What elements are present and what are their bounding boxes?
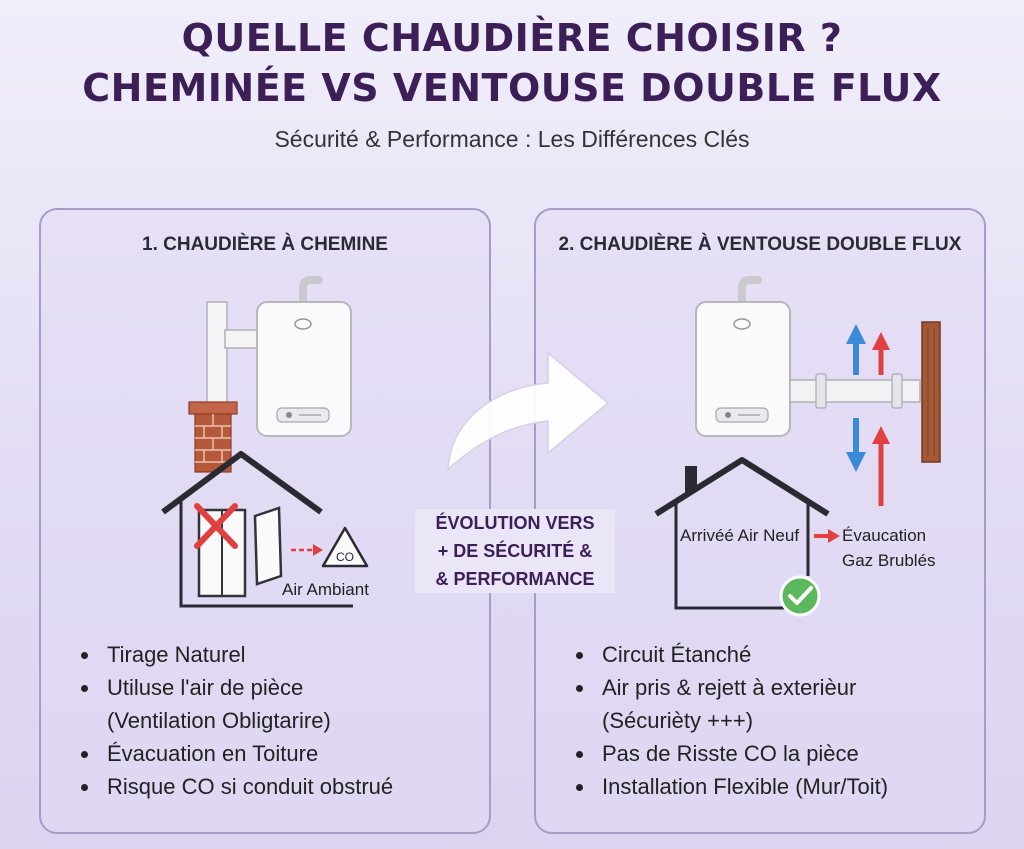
warning-triangle-icon: CO: [321, 526, 369, 568]
red-x-icon: [194, 503, 238, 549]
house-icon: [654, 457, 830, 610]
list-item: Utiluse l'air de pièce: [81, 671, 393, 704]
list-item: Air pris & rejett à exterièur: [576, 671, 888, 704]
list-item: Risque CO si conduit obstrué: [81, 770, 393, 803]
ventouse-boiler-illustration: [654, 276, 941, 617]
page-title-line1: QUELLE CHAUDIÈRE CHOISIR ?: [181, 16, 843, 60]
panel-title-ventouse: 2. CHAUDIÈRE À VENTOUSE DOUBLE FLUX: [558, 234, 962, 255]
list-item: Installation Flexible (Mur/Toit): [576, 770, 888, 803]
evolution-line2: + DE SÉCURITÉ &: [437, 541, 593, 561]
air-flow-arrow-icon: [291, 544, 323, 556]
list-item: Circuit Étanché: [576, 638, 888, 671]
exhaust-label-line1: Évaucation: [842, 526, 927, 545]
list-item: (Sécurièty +++): [602, 708, 754, 733]
fresh-air-arrows-icon: [846, 324, 866, 472]
chimney-features-list: Tirage Naturel Utiluse l'air de pièce (V…: [81, 638, 393, 803]
flue-pipe-icon: [206, 301, 262, 413]
co-label: CO: [336, 550, 354, 564]
evolution-line1: ÉVOLUTION VERS: [435, 513, 595, 533]
fresh-air-label: Arrivéé Air Neuf: [680, 526, 800, 545]
page-subtitle: Sécurité & Performance : Les Différences…: [274, 126, 750, 152]
ventouse-pipe-icon: [789, 373, 921, 409]
check-circle-icon: [779, 575, 821, 617]
panel-title-chimney: 1. CHAUDIÈRE À CHEMINE: [142, 234, 388, 255]
air-ambient-label: Air Ambiant: [282, 580, 369, 599]
curved-arrow-icon: [447, 351, 610, 471]
evolution-line3: & PERFORMANCE: [435, 569, 595, 589]
list-item: (Ventilation Obligtarire): [107, 708, 331, 733]
air-flow-arrow-icon: [814, 529, 840, 543]
list-item: Tirage Naturel: [81, 638, 393, 671]
exhaust-label-line2: Gaz Brublés: [842, 551, 936, 570]
evolution-caption: ÉVOLUTION VERS + DE SÉCURITÉ & & PERFORM…: [415, 509, 615, 593]
page-title-line2: CHEMINÉE VS VENTOUSE DOUBLE FLUX: [82, 66, 942, 110]
window-icon: [197, 506, 283, 598]
boiler-icon: [256, 276, 352, 437]
chimney-boiler-illustration: CO: [161, 276, 369, 608]
exhaust-arrows-icon: [872, 332, 890, 506]
list-item: Pas de Risste CO la pièce: [576, 737, 888, 770]
panel-ventouse-boiler: 2. CHAUDIÈRE À VENTOUSE DOUBLE FLUX: [534, 208, 986, 834]
list-item: Évacuation en Toiture: [81, 737, 393, 770]
house-icon: [161, 451, 353, 608]
wall-icon: [921, 321, 941, 463]
ventouse-features-list: Circuit Étanché Air pris & rejett à exte…: [576, 638, 888, 803]
boiler-icon: [695, 276, 791, 437]
